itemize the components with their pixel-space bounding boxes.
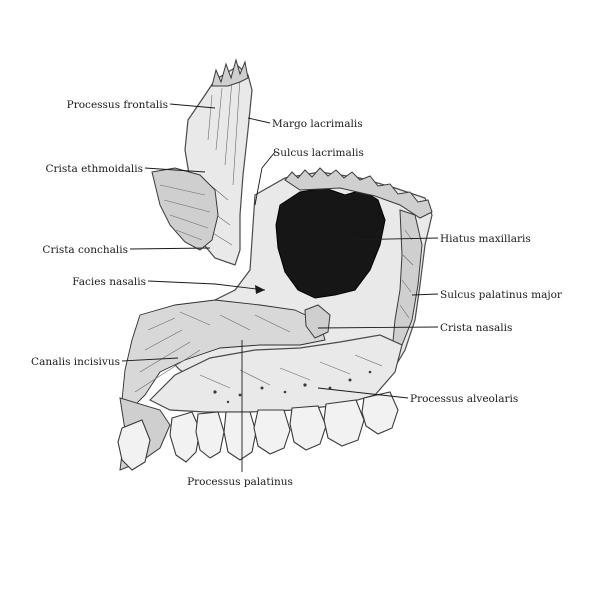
label-processus-frontalis: Processus frontalis — [67, 99, 168, 111]
palatine-section — [121, 299, 326, 411]
tooth-incisor-2 — [195, 411, 225, 459]
tooth-canine — [223, 411, 257, 461]
label-crista-nasalis: Crista nasalis — [440, 322, 512, 334]
leader-sulcus-lacrimalis — [254, 151, 276, 206]
leader-canalis-incisivus — [121, 357, 179, 362]
maxilla-bone — [119, 58, 433, 471]
facies-nasalis-arrowhead — [255, 285, 265, 294]
label-processus-palatinus: Processus palatinus — [187, 476, 293, 488]
leader-processus-frontalis — [169, 103, 216, 109]
label-crista-conchalis: Crista conchalis — [42, 244, 128, 256]
tooth-premolar-1 — [253, 409, 291, 455]
leader-facies-nasalis — [147, 280, 266, 291]
teeth — [117, 391, 399, 471]
label-canalis-incisivus: Canalis incisivus — [31, 356, 120, 368]
label-margo-lacrimalis: Margo lacrimalis — [272, 118, 363, 130]
leader-crista-nasalis — [317, 326, 439, 329]
tooth-molar-1 — [323, 399, 365, 447]
tooth-incisor-1 — [169, 411, 201, 463]
leader-margo-lacrimalis — [247, 117, 271, 124]
alveolar-pores — [213, 370, 372, 404]
label-sulcus-lacrimalis: Sulcus lacrimalis — [273, 147, 364, 159]
leader-hiatus-maxillaris — [344, 237, 439, 241]
label-processus-alveolaris: Processus alveolaris — [410, 393, 518, 405]
leader-crista-ethmoidalis — [144, 167, 206, 173]
label-facies-nasalis: Facies nasalis — [72, 276, 146, 288]
tooth-incisor-front — [117, 419, 151, 471]
label-crista-ethmoidalis: Crista ethmoidalis — [45, 163, 143, 175]
label-hiatus-maxillaris: Hiatus maxillaris — [440, 233, 531, 245]
label-sulcus-palatinus-major: Sulcus palatinus major — [440, 289, 563, 301]
tooth-premolar-2 — [289, 405, 327, 451]
hiatus-opening — [275, 187, 386, 299]
tooth-molar-2 — [361, 391, 399, 435]
leader-processus-alveolaris — [317, 387, 409, 399]
leader-sulcus-palatinus-major — [411, 293, 439, 296]
labels: Processus frontalis Margo lacrimalis Sul… — [31, 99, 563, 488]
conchal-ridge — [151, 167, 219, 251]
leader-crista-conchalis — [129, 247, 211, 250]
leader-lines — [121, 103, 439, 472]
